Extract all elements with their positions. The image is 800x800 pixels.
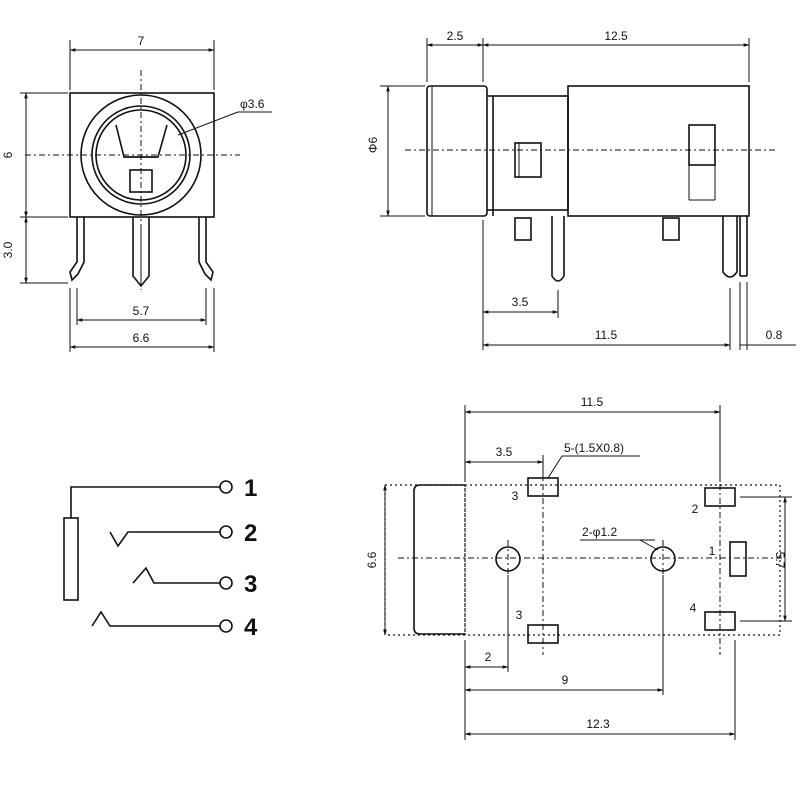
note-hole-size: 2-φ1.2 <box>582 525 617 539</box>
side-flange <box>426 85 488 217</box>
schematic: 1 2 3 4 <box>63 475 258 641</box>
terminal-4 <box>219 619 233 633</box>
pad-label-3-bottom: 3 <box>516 608 523 622</box>
schematic-sleeve <box>63 517 79 601</box>
footprint-bezel <box>413 484 465 635</box>
side-body <box>567 85 750 217</box>
pin-label-4: 4 <box>244 614 258 641</box>
terminal-1 <box>219 480 233 494</box>
dim-pin-spacing: 5.7 <box>133 304 150 318</box>
side-window-right <box>688 124 716 166</box>
side-window-left <box>514 142 542 178</box>
side-view: 2.5 12.5 Φ6 3.5 11.5 0.8 <box>366 29 796 350</box>
dim-front-len: 2.5 <box>447 29 464 43</box>
dim-fp-top-len: 11.5 <box>581 395 604 409</box>
side-neck <box>492 95 569 211</box>
dim-pin-thick: 0.8 <box>766 328 783 342</box>
dim-side-dia: Φ6 <box>366 137 380 154</box>
side-pin-left <box>551 216 565 282</box>
footprint: 3 2 1 4 3 11.5 3.5 5-(1.5X0.8) 2-φ1.2 6.… <box>365 395 792 740</box>
front-pin-center <box>132 217 150 288</box>
pad-label-4: 4 <box>690 601 697 615</box>
pad-1 <box>729 541 747 577</box>
pad-4 <box>704 611 736 631</box>
note-pad-size: 5-(1.5X0.8) <box>564 441 624 455</box>
pad-label-3-top: 3 <box>512 489 519 503</box>
pad-label-1: 1 <box>709 544 716 558</box>
dim-total-len: 11.5 <box>595 328 618 342</box>
schematic-wire-2 <box>109 531 220 548</box>
side-tab-right <box>662 217 680 241</box>
dim-pin-height: 3.0 <box>1 241 15 258</box>
pin-label-1: 1 <box>244 475 257 502</box>
schematic-wire-1 <box>70 486 220 518</box>
front-view: 7 6 3.0 φ3.6 5.7 6.6 <box>1 34 272 352</box>
side-tab-left <box>514 217 532 241</box>
dim-fp-9: 9 <box>562 673 569 687</box>
pad-label-2: 2 <box>692 502 699 516</box>
terminal-2 <box>219 525 233 539</box>
dim-fp-height-right: 5.7 <box>773 552 787 569</box>
dim-width-bottom: 6.6 <box>133 331 150 345</box>
dim-pin-offset: 3.5 <box>512 295 529 309</box>
pad-2 <box>704 487 736 507</box>
dim-fp-height-left: 6.6 <box>365 551 379 568</box>
schematic-wire-4 <box>91 610 220 627</box>
schematic-wire-3 <box>132 566 220 584</box>
dim-fp-bottom: 12.3 <box>586 717 610 731</box>
terminal-3 <box>219 576 233 590</box>
front-pin-left <box>69 217 85 282</box>
dim-body-len: 12.5 <box>604 29 628 43</box>
dim-hole-dia: φ3.6 <box>240 97 265 111</box>
dim-fp-pad-offset: 3.5 <box>496 445 513 459</box>
side-pin-right <box>722 216 738 278</box>
pin-label-3: 3 <box>244 571 257 598</box>
pin-label-2: 2 <box>244 520 257 547</box>
front-pin-right <box>198 217 214 282</box>
dim-width-top: 7 <box>138 34 145 48</box>
pad-3-bottom <box>527 624 559 644</box>
dim-fp-2: 2 <box>485 650 492 664</box>
dim-height-left: 6 <box>1 151 15 158</box>
